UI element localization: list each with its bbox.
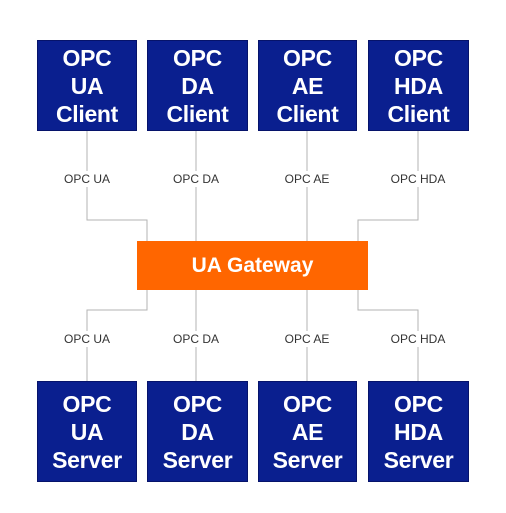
- client-protocol-label: OPC HDA: [368, 171, 468, 187]
- node-line: Server: [272, 446, 343, 473]
- node-line: OPC: [283, 44, 332, 71]
- node-line: Server: [52, 446, 122, 473]
- server-protocol-label: OPC AE: [257, 331, 357, 347]
- ua-gateway-node: UA Gateway: [137, 241, 368, 290]
- node-line: DA: [181, 72, 214, 99]
- node-line: Server: [383, 446, 454, 473]
- opc-ua-server-node: OPC UA Server: [37, 381, 137, 482]
- node-line: Client: [387, 100, 450, 127]
- server-protocol-label: OPC DA: [146, 331, 246, 347]
- opc-hda-server-node: OPC HDA Server: [368, 381, 469, 482]
- node-line: DA: [181, 418, 214, 445]
- node-line: Server: [162, 446, 233, 473]
- node-line: UA: [70, 72, 104, 99]
- node-line: UA: [70, 418, 104, 445]
- node-line: Client: [55, 100, 119, 127]
- server-protocol-label: OPC HDA: [368, 331, 468, 347]
- node-line: OPC: [394, 390, 443, 417]
- opc-da-server-node: OPC DA Server: [147, 381, 248, 482]
- node-line: Client: [166, 100, 229, 127]
- node-line: OPC: [283, 390, 332, 417]
- node-line: OPC: [394, 44, 443, 71]
- node-line: OPC: [62, 390, 112, 417]
- node-line: OPC: [173, 390, 222, 417]
- opc-ua-client-node: OPC UA Client: [37, 40, 137, 131]
- opc-da-client-node: OPC DA Client: [147, 40, 248, 131]
- opc-hda-client-node: OPC HDA Client: [368, 40, 469, 131]
- node-line: OPC: [62, 44, 112, 71]
- node-line: HDA: [394, 418, 443, 445]
- client-protocol-label: OPC DA: [146, 171, 246, 187]
- opc-ae-client-node: OPC AE Client: [258, 40, 357, 131]
- node-line: OPC: [173, 44, 222, 71]
- server-protocol-label: OPC UA: [37, 331, 137, 347]
- opc-ae-server-node: OPC AE Server: [258, 381, 357, 482]
- node-line: Client: [276, 100, 339, 127]
- node-line: AE: [291, 72, 324, 99]
- node-line: HDA: [394, 72, 443, 99]
- node-line: AE: [291, 418, 324, 445]
- client-protocol-label: OPC AE: [257, 171, 357, 187]
- client-protocol-label: OPC UA: [37, 171, 137, 187]
